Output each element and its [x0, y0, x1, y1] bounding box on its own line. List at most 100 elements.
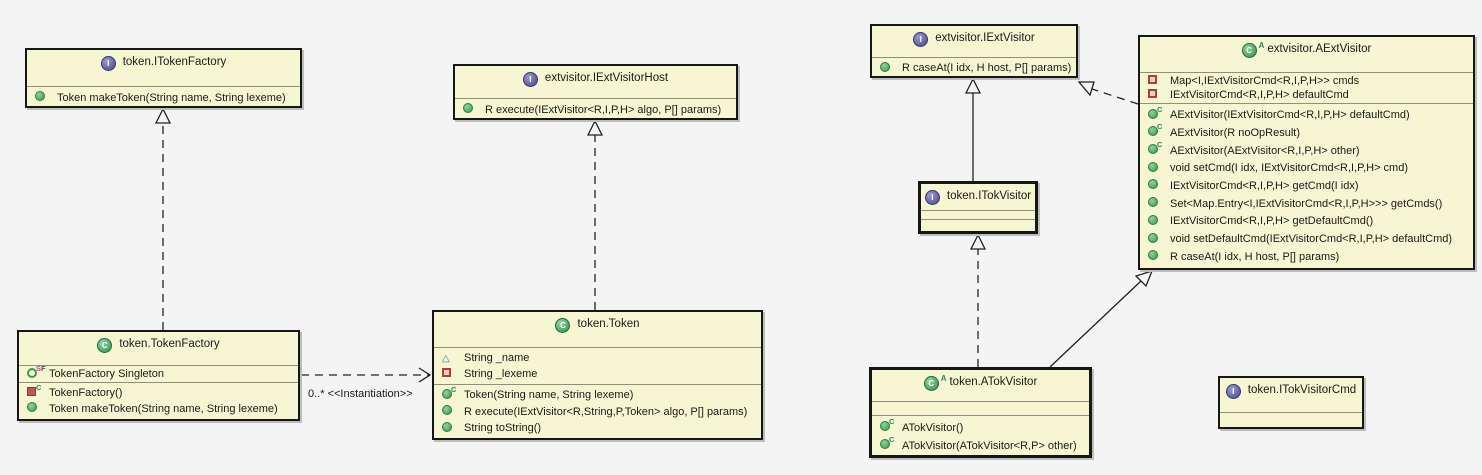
member-modifier: C — [1157, 104, 1162, 116]
abstract-marker: A — [940, 374, 947, 383]
abstract-marker: A — [1258, 41, 1265, 50]
member-method[interactable]: void setDefaultCmd(IExtVisitorCmd<R,I,P,… — [1140, 232, 1473, 246]
member-text: void setDefaultCmd(IExtVisitorCmd<R,I,P,… — [1170, 233, 1453, 245]
member-icon-wrap — [442, 405, 464, 418]
method-icon — [1148, 232, 1158, 243]
member-method[interactable]: Token makeToken(String name, String lexe… — [19, 402, 298, 415]
hollow-triangle-arrowhead — [586, 119, 604, 136]
hollow-triangle-arrowhead — [969, 233, 987, 250]
member-icon-wrap: C — [1148, 105, 1170, 122]
member-icon-wrap: C — [1148, 122, 1170, 139]
method-icon — [1148, 250, 1158, 261]
hollow-triangle-arrowhead — [964, 77, 982, 94]
compartment: R execute(IExtVisitor<R,I,P,H> algo, P[]… — [455, 98, 736, 118]
member-modifier: C — [889, 434, 894, 446]
interface-icon: I — [1225, 384, 1241, 399]
relation-token-implements-iextvisitorhost[interactable] — [586, 119, 604, 310]
compartment — [1220, 412, 1362, 427]
member-method[interactable]: Token makeToken(String name, String lexe… — [27, 91, 300, 104]
method-icon — [442, 405, 452, 415]
compartment: C TokenFactory() Token makeToken(String na… — [19, 382, 298, 419]
class-name: token.ITokenFactory — [122, 56, 227, 68]
member-text: AExtVisitor(R noOpResult) — [1170, 126, 1301, 139]
member-method[interactable]: Set<Map.Entry<I,IExtVisitorCmd<R,I,P,H>>… — [1140, 197, 1473, 210]
modifier-letter: C — [889, 435, 895, 444]
member-private-constructor[interactable]: C TokenFactory() — [19, 383, 298, 399]
member-icon-wrap: C — [880, 435, 902, 452]
member-method[interactable]: IExtVisitorCmd<R,I,P,H> getCmd(I idx) — [1140, 179, 1473, 192]
method-icon — [1148, 197, 1158, 208]
compartment — [921, 219, 1035, 231]
class-name: token.ATokVisitor — [949, 376, 1038, 388]
member-text: Token(String name, String lexeme) — [464, 389, 634, 401]
member-text: IExtVisitorCmd<R,I,P,H> getDefaultCmd() — [1170, 215, 1374, 228]
member-modifier: C — [451, 385, 456, 396]
relation-atokvisitor-implements-itokvisitor[interactable] — [969, 233, 987, 367]
interface-icon: I — [100, 56, 116, 71]
member-field[interactable]: △String _name — [434, 352, 761, 364]
member-text: String toString() — [464, 422, 542, 434]
member-modifier: C — [36, 383, 41, 394]
member-text: Map<I,IExtVisitorCmd<R,I,P,H>> cmds — [1170, 75, 1360, 87]
member-text: TokenFactory() — [49, 386, 123, 399]
member-method[interactable]: R execute(IExtVisitor<R,I,P,H> algo, P[]… — [455, 103, 736, 116]
relation-itokvisitor-extends-iextvisitor[interactable] — [964, 77, 982, 181]
member-icon-wrap: C — [27, 383, 49, 399]
modifier-letter: C — [1157, 104, 1163, 114]
modifier-letter: F — [41, 365, 46, 373]
hollow-triangle-arrowhead — [154, 107, 172, 124]
member-method[interactable]: R execute(IExtVisitor<R,String,P,Token> … — [434, 405, 761, 418]
member-field[interactable]: IExtVisitorCmd<R,I,P,H> defaultCmd — [1140, 89, 1473, 101]
member-method[interactable]: String toString() — [434, 421, 761, 435]
member-text: Token makeToken(String name, String lexe… — [57, 91, 286, 104]
member-text: String _lexeme — [464, 368, 538, 380]
ctor-icon — [880, 439, 890, 449]
interface-icon: I — [913, 32, 929, 47]
member-icon-wrap — [442, 368, 464, 380]
member-icon-wrap — [1148, 89, 1170, 101]
instantiation-label: 0..* <<Instantiation>> — [308, 388, 413, 400]
relation-tokenfactory-implements-itokenfactory[interactable] — [154, 107, 172, 330]
member-icon-wrap: C — [880, 417, 902, 434]
member-icon-wrap — [27, 402, 49, 415]
method-icon — [1148, 179, 1158, 190]
member-method[interactable]: void setCmd(I idx, IExtVisitorCmd<R,I,P,… — [1140, 161, 1473, 175]
member-method[interactable]: R caseAt(I idx, H host, P[] params) — [1140, 250, 1473, 263]
member-text: Token makeToken(String name, String lexe… — [49, 402, 278, 415]
interface-icon: I — [924, 190, 940, 205]
relation-aextvisitor-implements-iextvisitor[interactable] — [1077, 81, 1139, 105]
member-method[interactable]: R caseAt(I idx, H host, P[] params) — [872, 61, 1076, 75]
member-field[interactable]: Map<I,IExtVisitorCmd<R,I,P,H>> cmds — [1140, 75, 1473, 87]
member-field[interactable]: String _lexeme — [434, 368, 761, 380]
ctor-icon — [442, 388, 452, 399]
field-private-icon — [1148, 75, 1157, 84]
member-modifier: C — [1157, 139, 1162, 151]
member-method[interactable]: IExtVisitorCmd<R,I,P,H> getDefaultCmd() — [1140, 214, 1473, 228]
member-icon-wrap — [1148, 250, 1170, 263]
relation-tokenfactory-instantiates-token[interactable] — [301, 367, 432, 383]
member-constructor[interactable]: C Token(String name, String lexeme) — [434, 385, 761, 402]
member-modifier: C — [889, 416, 894, 428]
relation-atokvisitor-extends-aextvisitor[interactable] — [1049, 269, 1154, 368]
